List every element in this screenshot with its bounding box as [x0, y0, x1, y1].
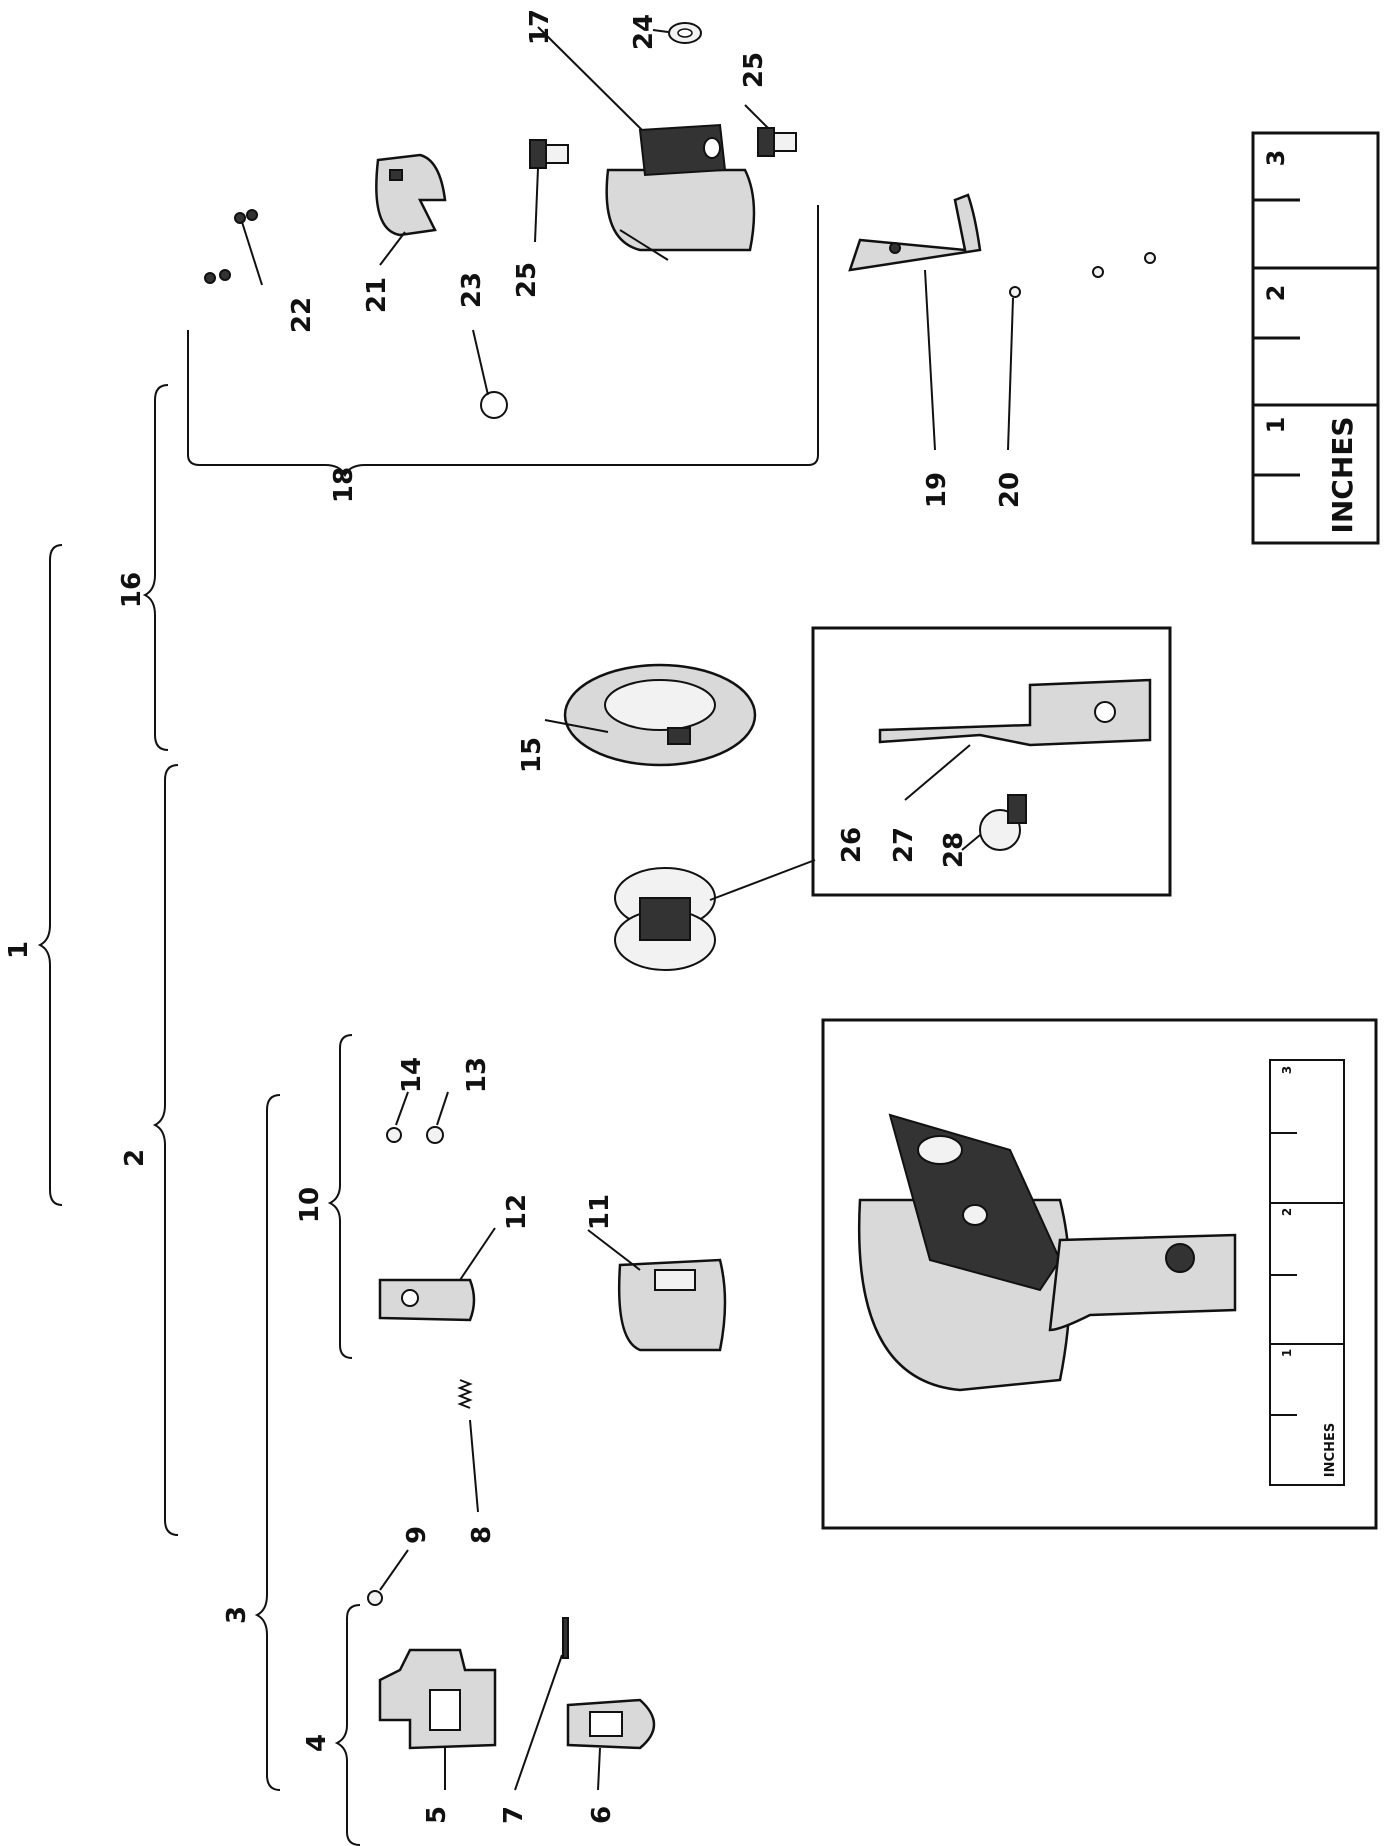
part-5-latch-plate: [378, 1648, 497, 1750]
label-26: 26: [837, 827, 867, 863]
label-7: 7: [499, 1806, 529, 1824]
part-23-ball: [480, 391, 508, 419]
bracket-group-18: [187, 205, 819, 478]
label-19: 19: [922, 472, 952, 508]
label-11: 11: [585, 1194, 615, 1230]
part-9-screw: [367, 1590, 383, 1606]
part-25-screw-b: [529, 139, 569, 169]
scale-large-tick-2: 2: [1262, 285, 1290, 302]
scale-small-tick-2: 2: [1280, 1208, 1294, 1216]
label-25-lower: 25: [512, 262, 542, 298]
label-18: 18: [329, 467, 359, 503]
bracket-group-10: [327, 1034, 353, 1359]
part-26-bobbin: [614, 867, 716, 971]
part-27-plate: [878, 678, 1152, 747]
label-4: 4: [302, 1734, 332, 1752]
part-13-screw: [426, 1126, 444, 1144]
label-10: 10: [295, 1187, 325, 1223]
label-13: 13: [462, 1057, 492, 1093]
inset-box-bobbin-parts: [811, 626, 1172, 897]
label-12: 12: [502, 1194, 532, 1230]
label-23: 23: [457, 272, 487, 308]
label-21: 21: [362, 277, 392, 313]
label-5: 5: [422, 1806, 452, 1824]
part-8-spring: [457, 1379, 473, 1409]
label-14: 14: [397, 1057, 427, 1093]
label-2: 2: [120, 1149, 150, 1167]
part-7-pin: [562, 1617, 569, 1659]
bracket-group-2: [152, 764, 179, 1536]
scale-small-tick-3: 3: [1280, 1066, 1294, 1074]
part-14-screw: [386, 1127, 402, 1143]
bracket-group-3: [254, 1094, 281, 1791]
label-1: 1: [4, 941, 34, 959]
scale-large-tick-3: 3: [1262, 150, 1290, 167]
label-8: 8: [467, 1526, 497, 1544]
callout-labels: 1 2 3 4 5 6 7 8 9 10 11 12 13 14 15 16 1…: [4, 9, 1025, 1824]
label-25-upper: 25: [739, 52, 769, 88]
part-20-screws: [1009, 252, 1156, 298]
part-24-washer: [668, 22, 702, 44]
bracket-group-16: [142, 384, 169, 751]
part-15-bobbin-case: [563, 663, 757, 767]
scale-ruler-large: 3 2 1 INCHES: [1251, 131, 1380, 545]
label-20: 20: [995, 472, 1025, 508]
scale-small-unit: INCHES: [1323, 1423, 1338, 1477]
scale-small-tick-1: 1: [1280, 1349, 1294, 1357]
label-27: 27: [889, 827, 919, 863]
leader-lines: [241, 26, 1014, 1791]
scale-large-tick-1: 1: [1262, 417, 1290, 434]
part-11-hook: [617, 1258, 727, 1352]
part-19-needle-guard: [848, 193, 982, 272]
label-3: 3: [222, 1606, 252, 1624]
assembled-hook-illustration: [857, 1113, 1237, 1392]
bracket-group-1: [37, 544, 63, 1206]
scale-ruler-small: 3 2 1 INCHES: [1269, 1059, 1345, 1486]
part-22-screws: [204, 209, 258, 284]
label-16: 16: [117, 572, 147, 608]
label-24: 24: [629, 14, 659, 50]
inset-box-assembled-hook: [821, 1018, 1378, 1530]
part-6-lever: [566, 1698, 656, 1750]
part-28-screw: [979, 794, 1027, 851]
label-9: 9: [402, 1526, 432, 1544]
label-17: 17: [525, 9, 555, 45]
label-22: 22: [287, 297, 317, 333]
label-28: 28: [939, 832, 969, 868]
part-12-latch: [378, 1278, 476, 1322]
part-17-hook-body: [605, 123, 756, 261]
part-25-screw-a: [757, 127, 797, 157]
bracket-group-4: [334, 1604, 361, 1846]
part-21-gib: [375, 153, 447, 237]
label-6: 6: [587, 1806, 617, 1824]
label-15: 15: [517, 737, 547, 773]
scale-large-unit: INCHES: [1326, 416, 1359, 533]
